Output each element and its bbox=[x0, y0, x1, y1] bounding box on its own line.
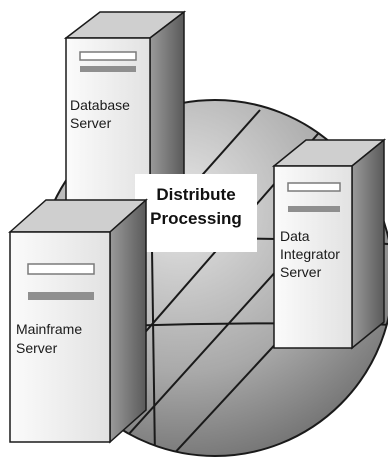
data-integrator-server-label-line1: Data bbox=[280, 228, 310, 244]
drive-slot bbox=[28, 292, 94, 300]
drive-slot bbox=[288, 206, 340, 212]
data-integrator-server-label-line3: Server bbox=[280, 264, 322, 280]
database-server-label-line1: Database bbox=[70, 97, 130, 113]
center-label-line1: Distribute bbox=[156, 185, 235, 204]
server-face bbox=[273, 165, 353, 349]
mainframe-server: Mainframe Server bbox=[8, 198, 148, 444]
drive-slot bbox=[287, 182, 341, 192]
distribute-processing-label: Distribute Processing bbox=[135, 174, 257, 252]
center-label-box bbox=[135, 174, 257, 252]
drive-slot bbox=[27, 263, 95, 275]
drive-slot bbox=[79, 51, 137, 61]
database-server-label-line2: Server bbox=[70, 115, 112, 131]
data-integrator-server-label-line2: Integrator bbox=[280, 246, 340, 262]
mainframe-server-label-line2: Server bbox=[16, 340, 58, 356]
mainframe-server-label-line1: Mainframe bbox=[16, 321, 82, 337]
server-side bbox=[351, 138, 385, 350]
server-side bbox=[109, 198, 147, 444]
database-server: Database Server bbox=[63, 10, 187, 228]
drive-slot bbox=[80, 66, 136, 72]
data-integrator-server: Data Integrator Server bbox=[271, 138, 387, 350]
center-label-line2: Processing bbox=[150, 209, 242, 228]
